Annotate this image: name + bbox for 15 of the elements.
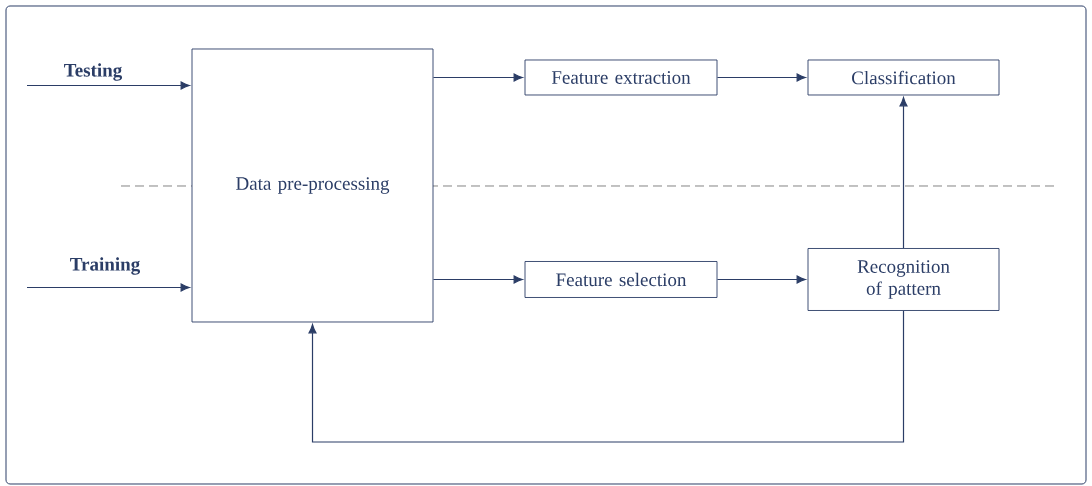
arrow <box>26 283 190 292</box>
process-box: Feature selection <box>524 261 718 298</box>
arrow <box>26 81 190 90</box>
edge-label: Testing <box>64 63 123 81</box>
arrow <box>432 275 523 284</box>
arrow <box>716 275 806 284</box>
arrow <box>432 73 523 82</box>
process-box: Recognition of pattern <box>807 248 1000 311</box>
arrow <box>308 310 905 443</box>
process-box: Classification <box>807 59 1000 96</box>
process-box: Feature extraction <box>524 59 718 96</box>
edge-label: Training <box>70 257 141 275</box>
process-box: Data pre-processing <box>191 48 434 323</box>
arrow <box>899 97 908 249</box>
arrow <box>716 73 806 82</box>
